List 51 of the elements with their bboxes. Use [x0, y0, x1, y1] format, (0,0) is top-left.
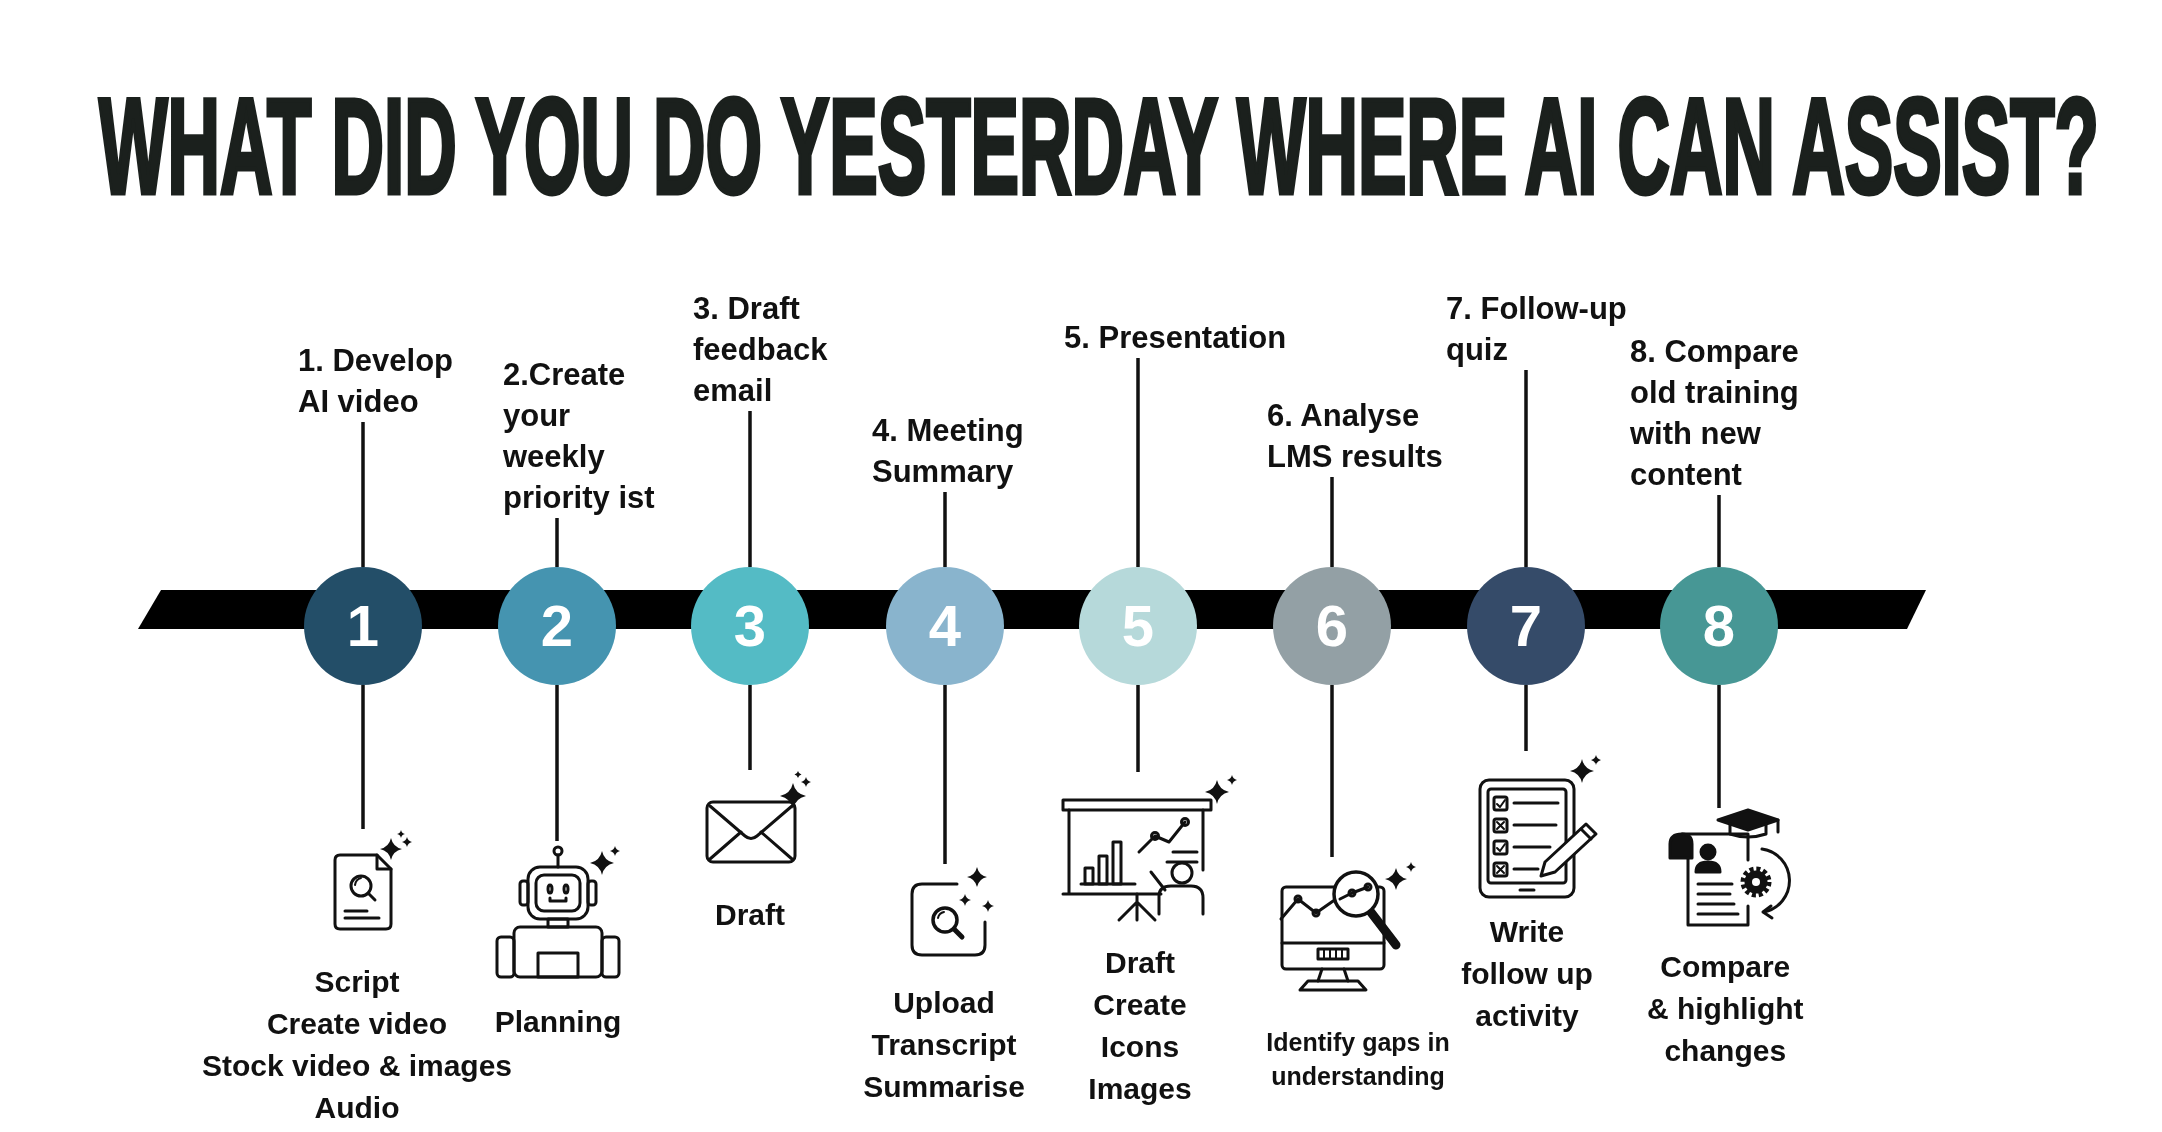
connector-line: [1136, 358, 1140, 567]
step-number-circle: 4: [886, 567, 1004, 685]
envelope-icon: [705, 770, 813, 864]
step-number-circle: 2: [498, 567, 616, 685]
connector-line: [943, 492, 947, 567]
connector-line: [1524, 685, 1528, 751]
step-number-circle: 5: [1079, 567, 1197, 685]
step-number-circle: 1: [304, 567, 422, 685]
step-label: 3. Draft feedback email: [693, 288, 830, 411]
connector-line: [1330, 685, 1334, 857]
step-number-circle: 3: [691, 567, 809, 685]
step-number-circle: 8: [1660, 567, 1778, 685]
connector-line: [1717, 495, 1721, 567]
connector-line: [1136, 685, 1140, 772]
connector-line: [748, 685, 752, 770]
caption-text: Images: [1087, 1071, 1193, 1107]
caption-text: Planning: [493, 1004, 623, 1040]
caption-text: Script: [313, 964, 401, 1000]
caption-text: Stock video & images: [200, 1048, 514, 1084]
caption-text: Draft: [714, 897, 786, 933]
caption-text: Compare & highlight changes: [1645, 949, 1805, 1069]
connector-line: [1330, 477, 1334, 567]
caption-text: Identify gaps in understanding: [1265, 1027, 1451, 1092]
connector-line: [555, 518, 559, 567]
connector-line: [361, 422, 365, 567]
caption-text: Write follow up activity: [1460, 914, 1594, 1034]
step-label: 8. Compare old training with new content: [1630, 331, 1801, 495]
connector-line: [748, 411, 752, 567]
title-heading: WHAT DID YOU DO YESTERDAY WHERE AI CAN ASSIST?: [99, 79, 2099, 214]
step-label: 5. Presentation: [1064, 317, 1289, 358]
caption-text: Draft: [1104, 945, 1176, 981]
certificate-gear-icon: [1668, 808, 1790, 927]
connector-line: [943, 685, 947, 864]
step-number-circle: 7: [1467, 567, 1585, 685]
step-label: 2.Create your weekly priority ist: [503, 354, 657, 518]
step-label: 4. Meeting Summary: [872, 410, 1026, 492]
caption-text: Create video: [265, 1006, 449, 1042]
caption-text: Create: [1092, 987, 1188, 1023]
caption-text: Audio: [313, 1090, 401, 1126]
connector-line: [555, 685, 559, 841]
connector-line: [361, 685, 365, 829]
caption-text: Summarise: [862, 1069, 1026, 1105]
step-label: 1. Develop AI video: [298, 340, 456, 422]
connector-line: [1717, 685, 1721, 808]
step-label: 6. Analyse LMS results: [1267, 395, 1445, 477]
step-number-circle: 6: [1273, 567, 1391, 685]
caption-text: Transcript: [870, 1027, 1018, 1063]
connector-line: [1524, 370, 1528, 567]
caption-text: Icons: [1099, 1029, 1181, 1065]
step-label: 7. Follow-up quiz: [1446, 288, 1629, 370]
caption-text: Upload: [892, 985, 996, 1021]
